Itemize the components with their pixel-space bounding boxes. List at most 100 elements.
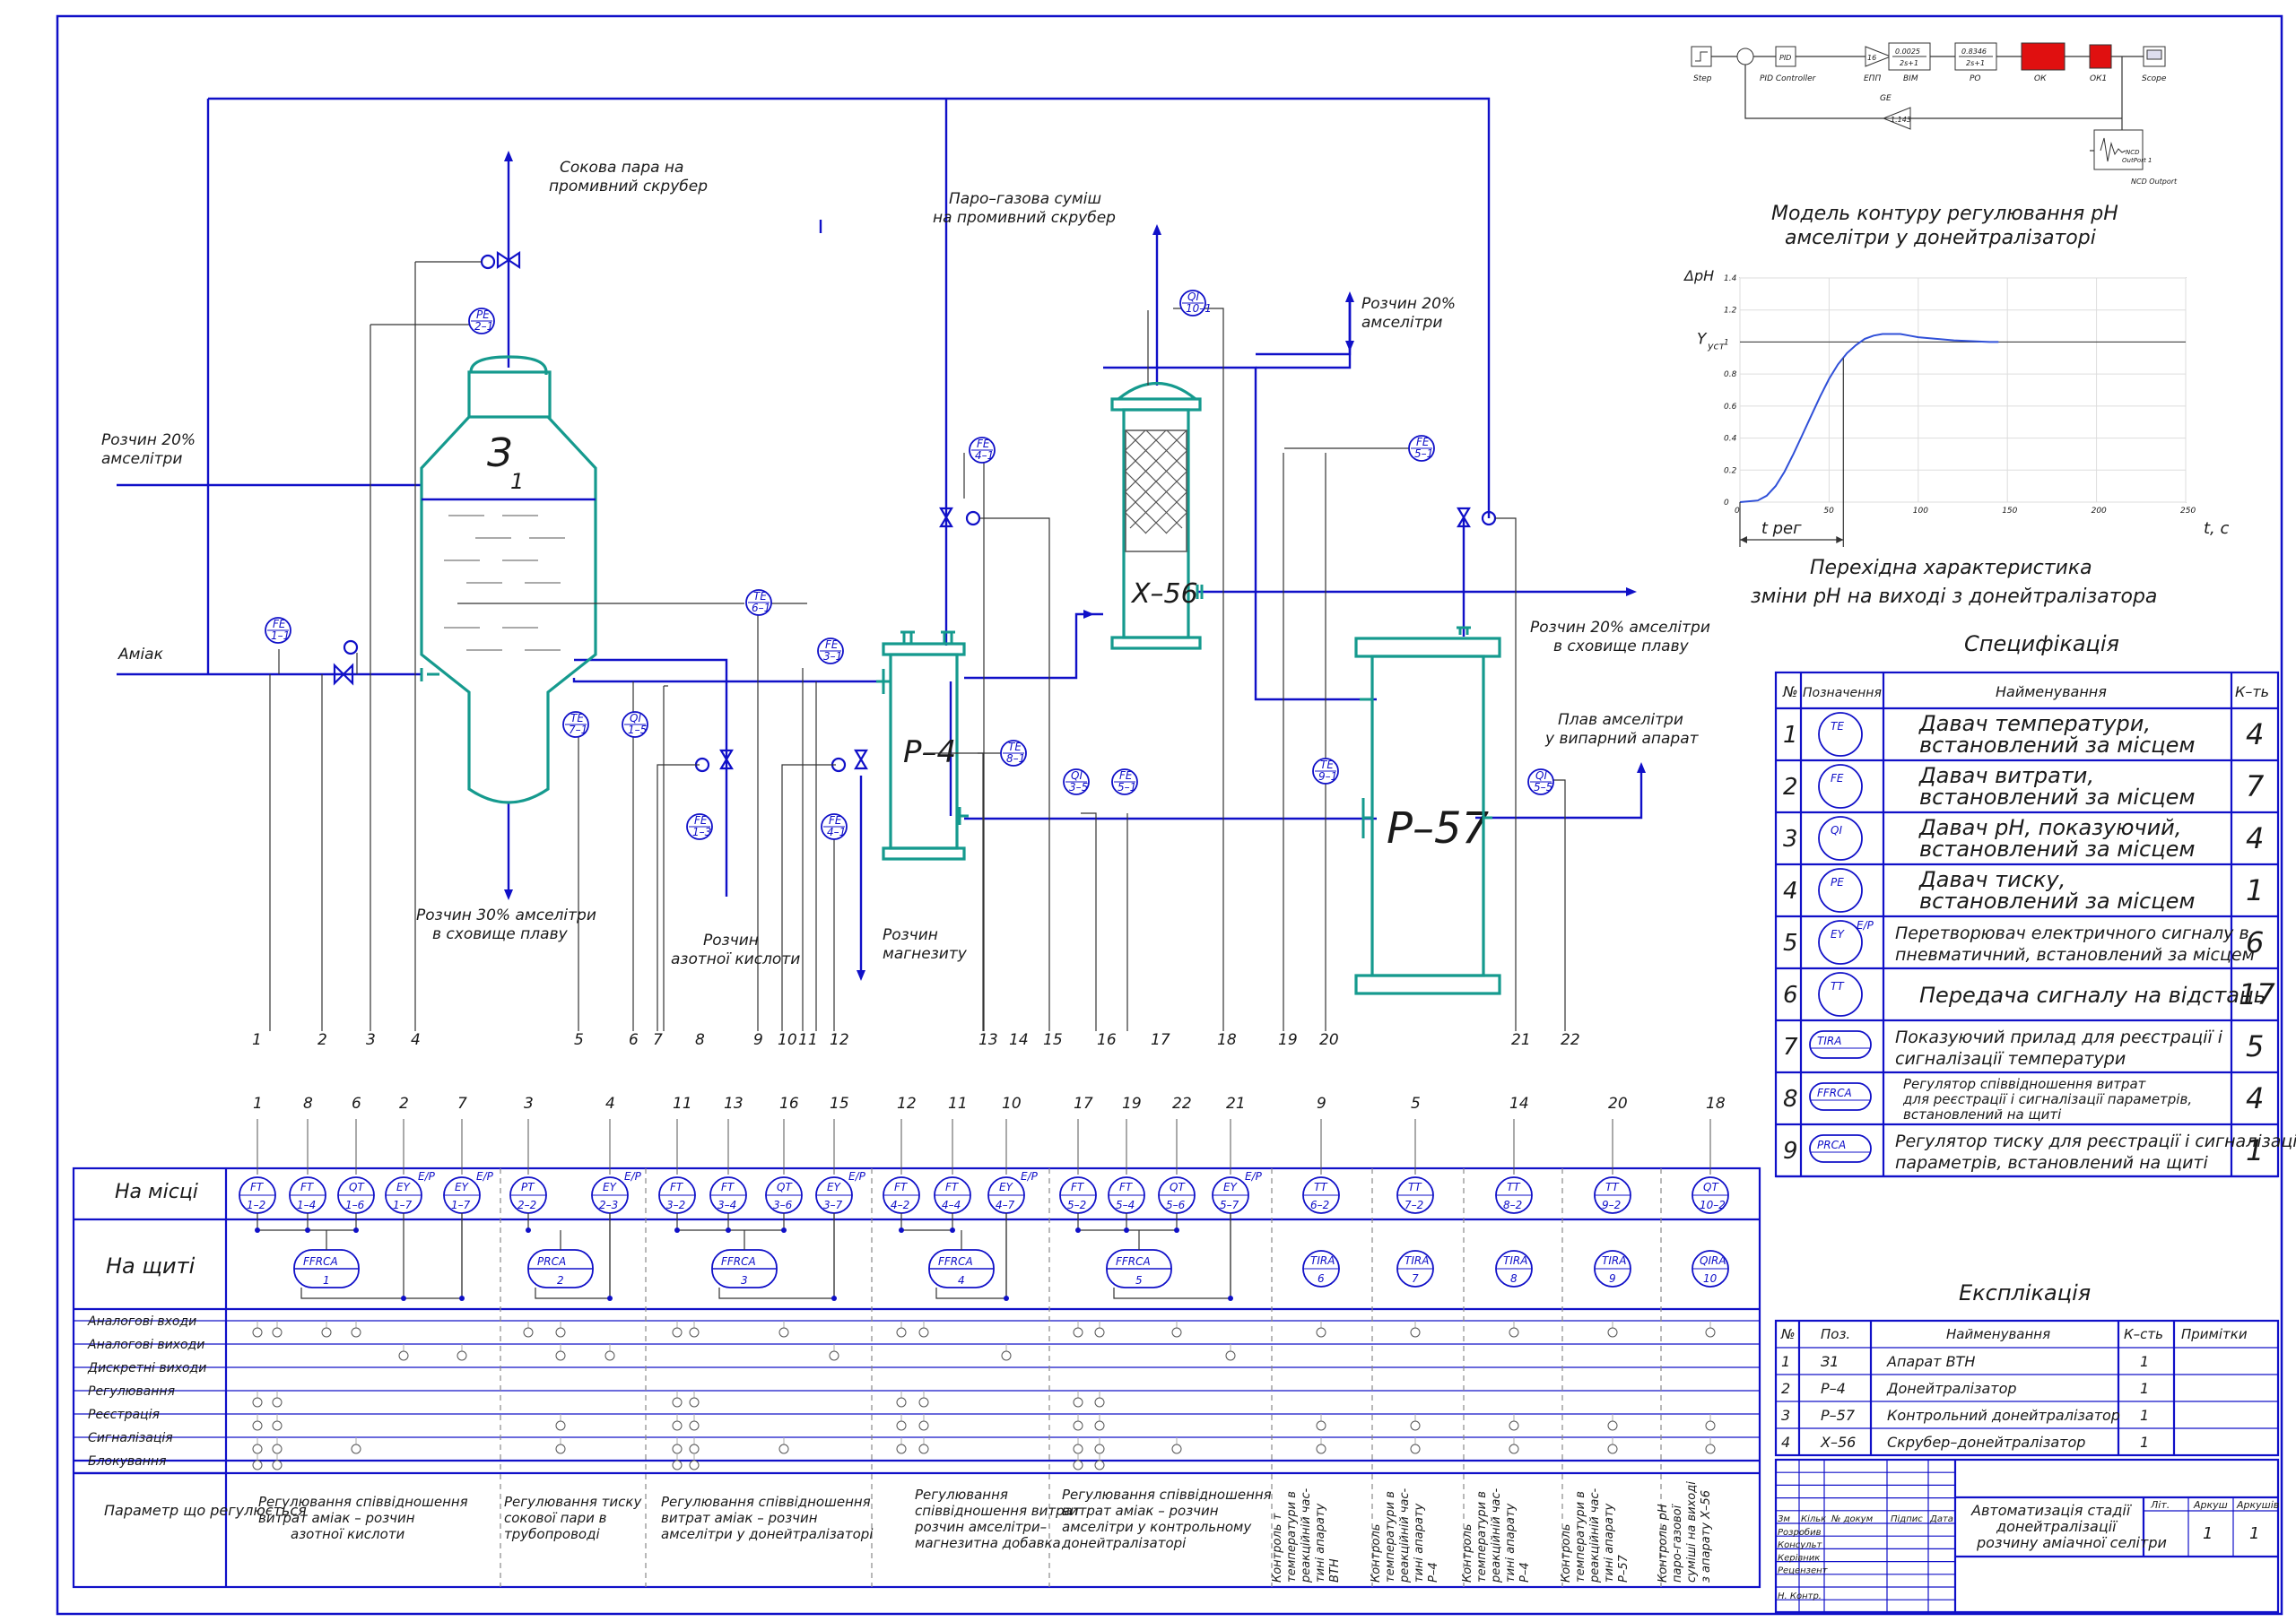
- panel-board-number: 4: [958, 1274, 965, 1287]
- chart-yust-label: Y: [1697, 330, 1708, 348]
- spec-row-number: 1: [1783, 722, 1798, 749]
- model-vim-den: 2s+1: [1900, 59, 1918, 67]
- model-ok1-label: ОК1: [2090, 74, 2107, 83]
- panel-local-instrument: EY3–7E/P: [815, 1170, 866, 1214]
- panel-local-sup: E/P: [624, 1170, 642, 1183]
- panel-vparam-line: Контроль: [1370, 1524, 1383, 1583]
- panel-board-type: FFRCA: [303, 1255, 338, 1268]
- panel-local-type: QT: [1170, 1181, 1186, 1193]
- field-instrument-type: QI: [1071, 769, 1083, 782]
- explic-position: Р–57: [1821, 1407, 1856, 1424]
- panel-local-sup: E/P: [476, 1170, 494, 1183]
- model-title-line2: амселітри у донейтралізаторі: [1785, 227, 2096, 249]
- panel-board-number: 5: [1135, 1274, 1143, 1287]
- model-ge-label: GE: [1880, 94, 1892, 103]
- panel-vparam-line: Р–57: [1617, 1554, 1631, 1583]
- model-ncd-label: NCD Outport: [2131, 178, 2178, 186]
- line-number: 20: [1319, 1031, 1339, 1049]
- panel-local-type: FT: [1071, 1181, 1085, 1193]
- line-number: 12: [830, 1031, 849, 1049]
- panel-row-label: Блокування: [88, 1454, 166, 1469]
- field-instrument-type: FE: [273, 618, 286, 630]
- explic-title: Експлікація: [1959, 1280, 2091, 1305]
- spec-name-line: Показуючий прилад для реєстрації і: [1895, 1028, 2223, 1047]
- panel-local-instrument: EY2–3E/P: [591, 1170, 642, 1214]
- panel-row-label: Аналогові входи: [87, 1314, 196, 1329]
- model-ncd-port: OutPort 1: [2122, 157, 2152, 164]
- panel-top-number: 14: [1509, 1095, 1529, 1113]
- spec-title: Специфікація: [1964, 631, 2119, 656]
- stamp-lit-label: Літ.: [2150, 1499, 2170, 1511]
- panel-local-instrument: EY1–7E/P: [443, 1170, 494, 1214]
- field-instrument-type: TE: [1320, 759, 1334, 771]
- spec-header: Позначення: [1803, 686, 1882, 700]
- stamp-role: Консульт: [1778, 1540, 1822, 1550]
- panel-param-line: співвідношення витрат: [915, 1503, 1082, 1519]
- panel-vparam-line: Контроль рН: [1657, 1504, 1670, 1583]
- spec-row-number: 7: [1783, 1034, 1798, 1061]
- field-instrument-number: 1–3: [692, 826, 711, 838]
- panel-local-instrument: FT4–2: [883, 1176, 920, 1214]
- spec-name-line: Перетворювач електричного сигналу в: [1895, 924, 2249, 943]
- model-pid-in: PID: [1779, 54, 1791, 62]
- spec-name-line: Передача сигналу на відстань: [1919, 983, 2266, 1008]
- spec-name-line: Давач рН, показуючий,: [1918, 815, 2181, 840]
- panel-vparam-line: ВТН: [1328, 1558, 1342, 1583]
- panel-local-instrument: FT1–4: [289, 1176, 326, 1214]
- spec-name-line: встановлений за місцем: [1919, 733, 2195, 758]
- apparatus-p4: Р–4: [882, 642, 966, 861]
- panel-local-type: QT: [1703, 1181, 1719, 1193]
- panel-top-number: 7: [457, 1095, 467, 1113]
- panel-row-label: На місці: [115, 1181, 198, 1203]
- panel-top-number: 15: [830, 1095, 849, 1113]
- chart-x-axis-label: t, с: [2204, 519, 2230, 538]
- spec-quantity: 5: [2246, 1029, 2264, 1063]
- spec-row-number: 8: [1783, 1086, 1798, 1113]
- panel-local-instrument: PT2–2: [509, 1176, 547, 1214]
- model-title-line1: Модель контуру регулювання рН: [1771, 203, 2118, 225]
- line-number: 16: [1097, 1031, 1117, 1049]
- chart-xtick-label: 250: [2180, 507, 2196, 516]
- panel-local-number: 1–7: [393, 1199, 413, 1211]
- stream-label: Розчин 20%: [1361, 295, 1456, 313]
- panel-top-number: 10: [1002, 1095, 1022, 1113]
- explic-name: Контрольний донейтралізатор: [1887, 1407, 2120, 1424]
- panel-local-instrument: QT3–6: [765, 1176, 803, 1214]
- apparatus-z1: З 1: [420, 355, 597, 804]
- model-epp-label: ЕПП: [1864, 74, 1881, 83]
- panel-local-number: 3–4: [718, 1199, 736, 1211]
- stamp-sheets-value: 1: [2249, 1524, 2259, 1543]
- field-instrument-bubble: FE3–1: [817, 638, 844, 664]
- stamp-title-line: розчину аміачної селітри: [1976, 1534, 2167, 1551]
- panel-local-instrument: FT3–2: [658, 1176, 696, 1214]
- apparatus-z1-sub: 1: [510, 469, 524, 494]
- control-loop-model: Step PID PID Controller 16 ЕПП: [1691, 46, 1892, 83]
- panel-vparam-line: суміші на виході: [1685, 1481, 1699, 1583]
- panel-local-type: QT: [349, 1181, 365, 1193]
- line-number: 7: [653, 1031, 663, 1049]
- explic-quantity: 1: [2140, 1380, 2149, 1397]
- spec-name-line: для реєстрації і сигналізації параметрів…: [1902, 1091, 2192, 1107]
- field-instrument-bubble: FE4–1: [821, 813, 848, 840]
- explic-header: Найменування: [1946, 1326, 2050, 1342]
- field-instrument-number: 7–1: [569, 724, 587, 736]
- field-instrument-number: 4–1: [975, 449, 994, 462]
- panel-param-line: витрат аміак – розчин: [258, 1510, 415, 1526]
- field-instrument-number: 1–1: [271, 629, 290, 642]
- panel-local-instrument: FT4–4: [934, 1176, 971, 1214]
- model-ro-num: 0.8346: [1961, 48, 1987, 56]
- panel-row-label: Реєстрація: [88, 1408, 160, 1422]
- spec-row-number: 5: [1783, 930, 1798, 957]
- line-number: 19: [1278, 1031, 1298, 1049]
- panel-top-number: 6: [352, 1095, 361, 1113]
- field-instrument-type: FE: [829, 814, 842, 827]
- model-ncd-name: NCD: [2126, 149, 2140, 156]
- panel-local-instrument: FT5–2: [1059, 1176, 1097, 1214]
- panel-local-sup: E/P: [418, 1170, 436, 1183]
- stream-label: амселітри: [1361, 314, 1442, 332]
- panel-top-number: 2: [399, 1095, 409, 1113]
